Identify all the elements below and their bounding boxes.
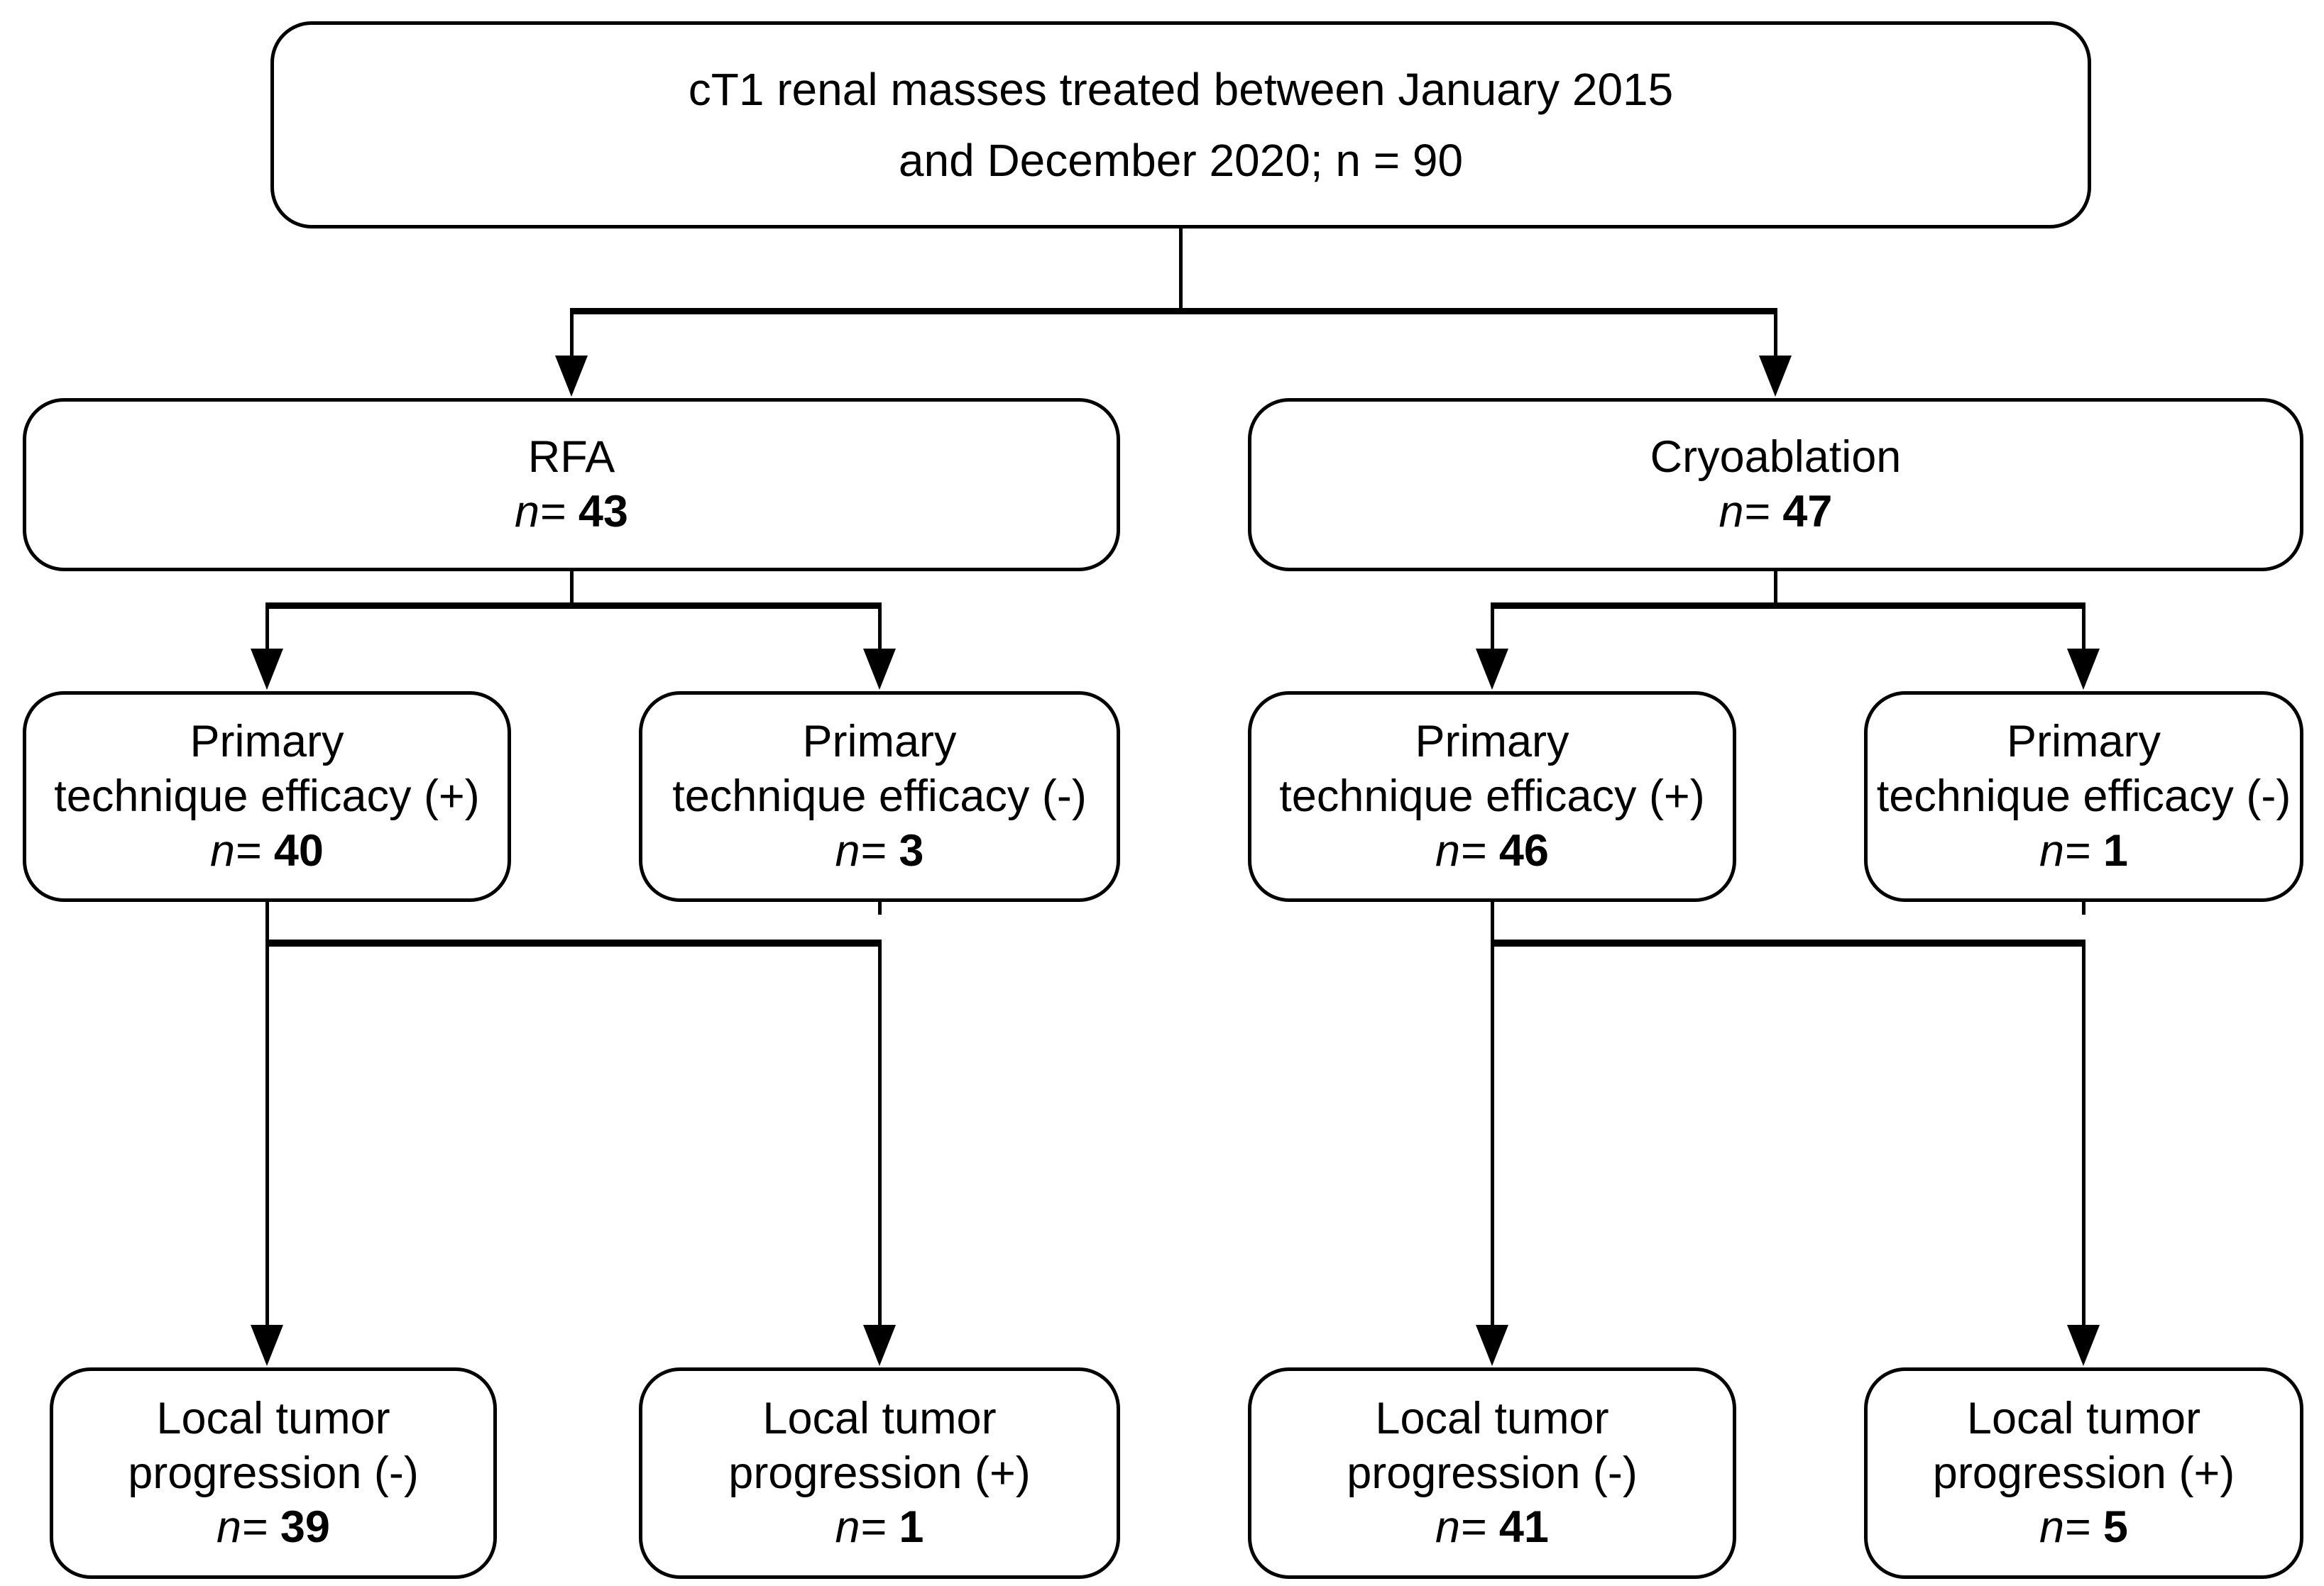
node-cryo-ltp-negative: Local tumor progression (-) n=41 xyxy=(1248,1367,1736,1579)
n-value: 1 xyxy=(899,1502,924,1553)
n-symbol: n= xyxy=(1435,825,1486,876)
connector-rfa-ltp-stem xyxy=(265,902,269,1328)
connector-cryo-ltp-stem xyxy=(1491,902,1494,1328)
connector-cryo-neg-drop xyxy=(2082,602,2085,652)
node-cryoablation: Cryoablation n=47 xyxy=(1248,398,2303,571)
node-rfa-efficacy-positive: Primary technique efficacy (+) n=40 xyxy=(23,691,511,902)
node-rfa: RFA n=43 xyxy=(23,398,1120,571)
n-value: 5 xyxy=(2103,1502,2128,1553)
node-count: n=1 xyxy=(835,1500,924,1555)
node-label-line1: Local tumor xyxy=(156,1393,390,1443)
node-cryo-ltp-positive: Local tumor progression (+) n= 5 xyxy=(1864,1367,2303,1579)
connector-rfa-ltp-branch xyxy=(265,940,882,947)
node-label-line2: progression (-) xyxy=(1347,1448,1638,1498)
node-label-line1: cT1 renal masses treated between January… xyxy=(688,63,1674,115)
arrowhead-into-cryo-eff-neg xyxy=(2067,649,2100,690)
n-symbol: n= xyxy=(835,1502,887,1553)
n-value: 3 xyxy=(899,825,924,876)
node-count: n= 5 xyxy=(2039,1500,2128,1555)
connector-rfa-stem xyxy=(570,571,574,607)
n-symbol: n= xyxy=(1435,1502,1486,1553)
node-total-cohort: cT1 renal masses treated between January… xyxy=(270,21,2091,228)
node-label-line1: Local tumor xyxy=(1966,1393,2201,1443)
node-label-line2: technique efficacy (-) xyxy=(672,771,1087,822)
node-label-line1: Local tumor xyxy=(1375,1393,1609,1443)
node-cryo-efficacy-positive: Primary technique efficacy (+) n=46 xyxy=(1248,691,1736,902)
arrowhead-into-rfa xyxy=(555,356,588,397)
connector-cryo-stem xyxy=(1774,571,1777,607)
node-label-line1: Primary xyxy=(1415,717,1569,767)
n-value: 1 xyxy=(2103,825,2128,876)
n-symbol: n= xyxy=(2039,825,2090,876)
n-value: 43 xyxy=(578,487,628,536)
connector-rfa-neg-stub xyxy=(878,902,882,915)
n-value: 46 xyxy=(1498,825,1549,876)
node-count: n= 1 xyxy=(2039,824,2128,879)
arrowhead-into-cryo-ltp-pos xyxy=(2067,1325,2100,1366)
connector-rfa-neg-drop xyxy=(878,602,882,652)
node-count: n=43 xyxy=(515,485,628,539)
node-rfa-ltp-positive: Local tumor progression (+) n=1 xyxy=(639,1367,1120,1579)
n-value: 40 xyxy=(273,825,324,876)
n-symbol: n= xyxy=(1719,487,1770,536)
node-cryo-efficacy-negative: Primary technique efficacy (-) n= 1 xyxy=(1864,691,2303,902)
node-label-line1: Local tumor xyxy=(762,1393,997,1443)
node-label-line2: technique efficacy (+) xyxy=(54,771,480,822)
node-label-line2: technique efficacy (-) xyxy=(1876,771,2291,822)
node-count: n=46 xyxy=(1435,824,1549,879)
node-rfa-ltp-negative: Local tumor progression (-) n=39 xyxy=(50,1367,497,1579)
connector-cryo-drop xyxy=(1774,308,1777,359)
node-label-line2: and December 2020; n = 90 xyxy=(898,134,1464,186)
connector-cryo-splitter xyxy=(1491,602,2085,609)
node-label-line2: technique efficacy (+) xyxy=(1279,771,1705,822)
node-count: n=41 xyxy=(1435,1500,1549,1555)
node-label-line2: progression (-) xyxy=(128,1448,419,1498)
arrowhead-into-cryo xyxy=(1759,356,1792,397)
node-count: n=40 xyxy=(210,824,324,879)
n-symbol: n= xyxy=(835,825,887,876)
arrowhead-into-rfa-ltp-neg xyxy=(251,1325,283,1366)
arrowhead-into-rfa-eff-pos xyxy=(251,649,283,690)
connector-rfa-splitter xyxy=(265,602,882,609)
connector-top-splitter xyxy=(570,308,1777,314)
node-label-line1: Primary xyxy=(190,717,344,767)
n-value: 41 xyxy=(1498,1502,1549,1553)
connector-rfa-drop xyxy=(570,308,574,359)
node-label-line2: progression (+) xyxy=(728,1448,1031,1498)
node-label-line1: Primary xyxy=(802,717,957,767)
connector-cryo-neg-stub xyxy=(2082,902,2085,915)
n-symbol: n= xyxy=(210,825,261,876)
n-symbol: n= xyxy=(216,1502,268,1553)
connector-rfa-pos-drop xyxy=(265,602,269,652)
connector-rfa-ltp-pos-drop xyxy=(878,940,882,1328)
connector-cryo-ltp-pos-drop xyxy=(2082,940,2085,1328)
arrowhead-into-rfa-eff-neg xyxy=(863,649,896,690)
node-count: n=3 xyxy=(835,824,924,879)
connector-top-stem xyxy=(1179,228,1183,312)
node-label-line2: progression (+) xyxy=(1932,1448,2235,1498)
connector-cryo-pos-drop xyxy=(1491,602,1494,652)
n-value: 39 xyxy=(280,1502,330,1553)
node-label-line1: Primary xyxy=(2007,717,2161,767)
node-count: n=47 xyxy=(1719,485,1833,539)
node-rfa-efficacy-negative: Primary technique efficacy (-) n=3 xyxy=(639,691,1120,902)
arrowhead-into-rfa-ltp-pos xyxy=(863,1325,896,1366)
arrowhead-into-cryo-ltp-neg xyxy=(1476,1325,1508,1366)
n-symbol: n= xyxy=(515,487,566,536)
arrowhead-into-cryo-eff-pos xyxy=(1476,649,1508,690)
node-label: RFA xyxy=(527,432,615,483)
node-count: n=39 xyxy=(216,1500,330,1555)
node-label: Cryoablation xyxy=(1650,432,1902,483)
n-symbol: n= xyxy=(2039,1502,2090,1553)
n-value: 47 xyxy=(1782,487,1833,536)
connector-cryo-ltp-branch xyxy=(1491,940,2085,947)
